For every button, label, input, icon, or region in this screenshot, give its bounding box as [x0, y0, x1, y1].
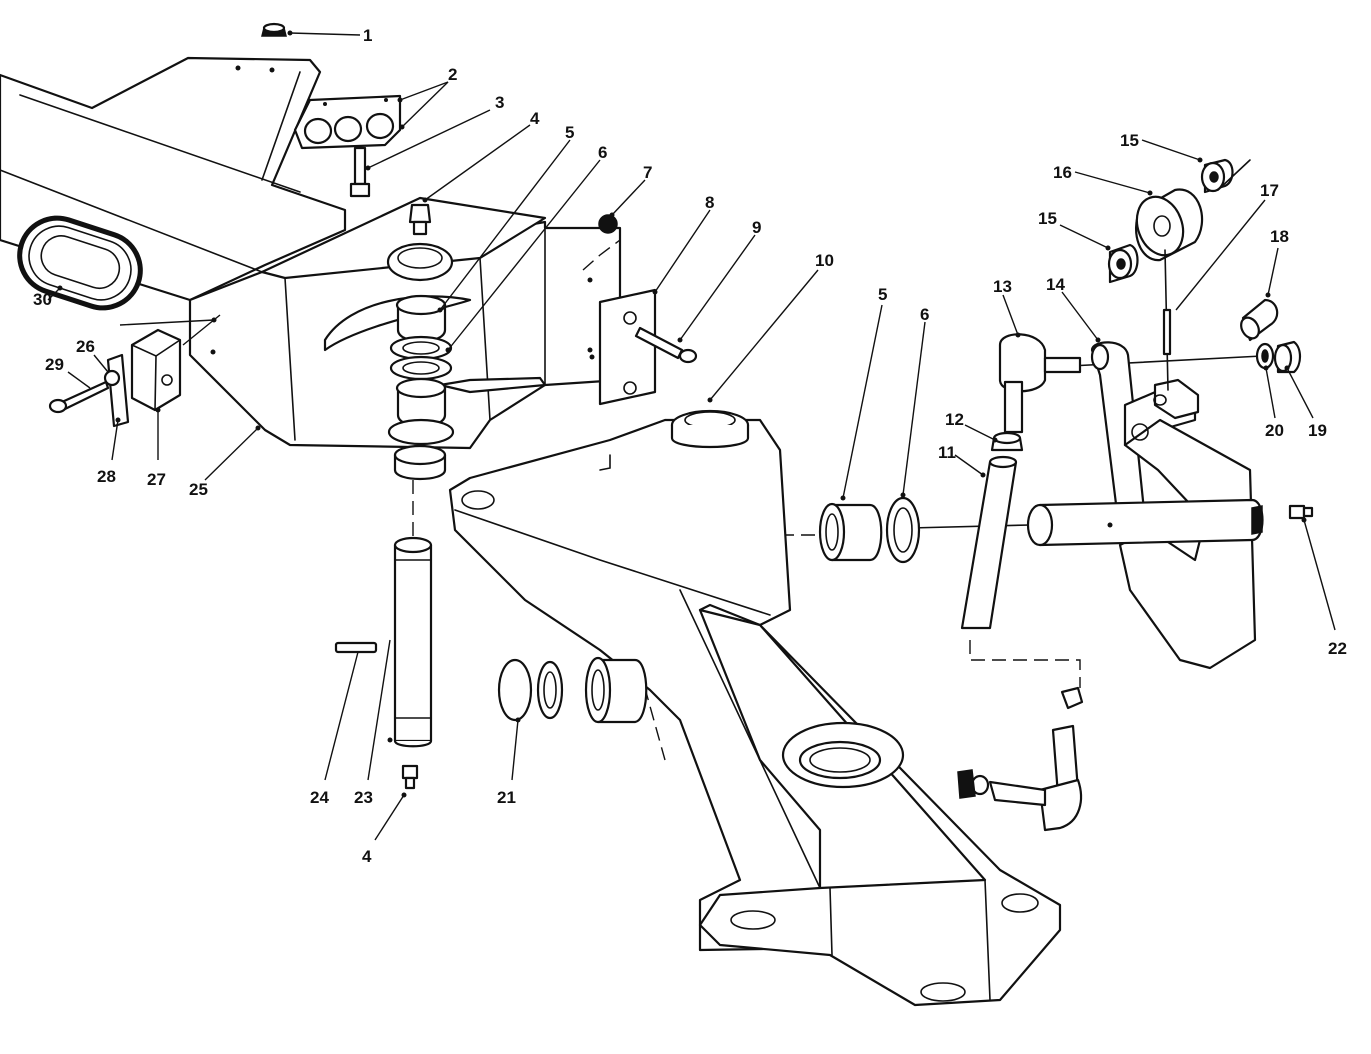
callout-15-top: 15	[1120, 131, 1139, 150]
callout-30: 30	[33, 290, 52, 309]
callout-11: 11	[938, 443, 956, 462]
plate-part-28	[106, 353, 130, 428]
pivot-shaft	[1026, 498, 1264, 547]
arm-part-14	[1090, 341, 1257, 670]
callout-6: 6	[598, 143, 607, 162]
washer-part-26	[103, 369, 121, 387]
bolt-part-29	[48, 380, 110, 414]
callout-10: 10	[815, 251, 834, 270]
bushing-part-21	[497, 656, 648, 724]
leader-dots	[57, 30, 1307, 798]
callout-4: 4	[530, 109, 540, 128]
callout-22: 22	[1328, 639, 1347, 658]
plate-part-2	[293, 94, 402, 150]
callout-15-mid: 15	[1038, 209, 1057, 228]
callout-7: 7	[643, 163, 652, 182]
callout-19: 19	[1308, 421, 1327, 440]
callout-1: 1	[363, 26, 372, 45]
boot-part-30	[17, 215, 143, 311]
callout-17: 17	[1260, 181, 1279, 200]
leader-lines	[47, 32, 1336, 841]
callout-25: 25	[189, 480, 208, 499]
callout-21: 21	[497, 788, 516, 807]
axle-part-10	[448, 409, 1062, 1007]
screw-part-9	[634, 326, 698, 364]
zerk-part-4b	[401, 764, 419, 790]
callout-24: 24	[310, 788, 329, 807]
callout-2: 2	[448, 65, 457, 84]
callout-8: 8	[705, 193, 714, 212]
callout-20: 20	[1265, 421, 1284, 440]
nut-part-19	[1273, 340, 1302, 374]
washer-part-20	[1255, 342, 1275, 370]
nut-part-12	[990, 431, 1024, 452]
pin-part-24	[334, 641, 378, 654]
bolt-part-3	[349, 146, 371, 198]
spindle-part-23	[393, 536, 433, 748]
callout-4-bottom: 4	[362, 847, 372, 866]
roller-part-16	[1135, 188, 1204, 262]
callout-9: 9	[752, 218, 761, 237]
callout-23: 23	[354, 788, 373, 807]
callout-28: 28	[97, 467, 116, 486]
callout-27: 27	[147, 470, 166, 489]
washer-part-6b	[885, 496, 921, 564]
callout-26: 26	[76, 337, 95, 356]
ball-joint-part-13	[998, 333, 1082, 434]
bushing-part-15a	[1200, 158, 1234, 194]
plate-part-8	[589, 288, 657, 406]
nut-part-7	[598, 214, 618, 234]
clamp-part-27	[130, 328, 182, 412]
callout-14: 14	[1046, 275, 1065, 294]
bushing-part-5b	[818, 502, 883, 562]
callout-labels: 1 2 3 4 5 6 7 8 9 10 5 6 11 12 13 14 15 …	[33, 26, 1347, 866]
callout-5-right: 5	[878, 285, 887, 304]
spindle-stack	[386, 203, 455, 480]
callout-5: 5	[565, 123, 574, 142]
nut-part-1	[261, 22, 287, 37]
tube-part-11	[960, 455, 1018, 630]
pin-part-17	[1162, 308, 1172, 356]
callout-12: 12	[945, 410, 964, 429]
sleeve-part-18	[1240, 298, 1279, 342]
callout-29: 29	[45, 355, 64, 374]
callout-13: 13	[993, 277, 1012, 296]
callout-6-right: 6	[920, 305, 929, 324]
callout-18: 18	[1270, 227, 1289, 246]
bushing-part-15b	[1107, 243, 1139, 284]
zerk-part-22	[1288, 504, 1314, 520]
tie-rod-end-lower	[957, 686, 1084, 832]
callout-3: 3	[495, 93, 504, 112]
callout-16: 16	[1053, 163, 1072, 182]
